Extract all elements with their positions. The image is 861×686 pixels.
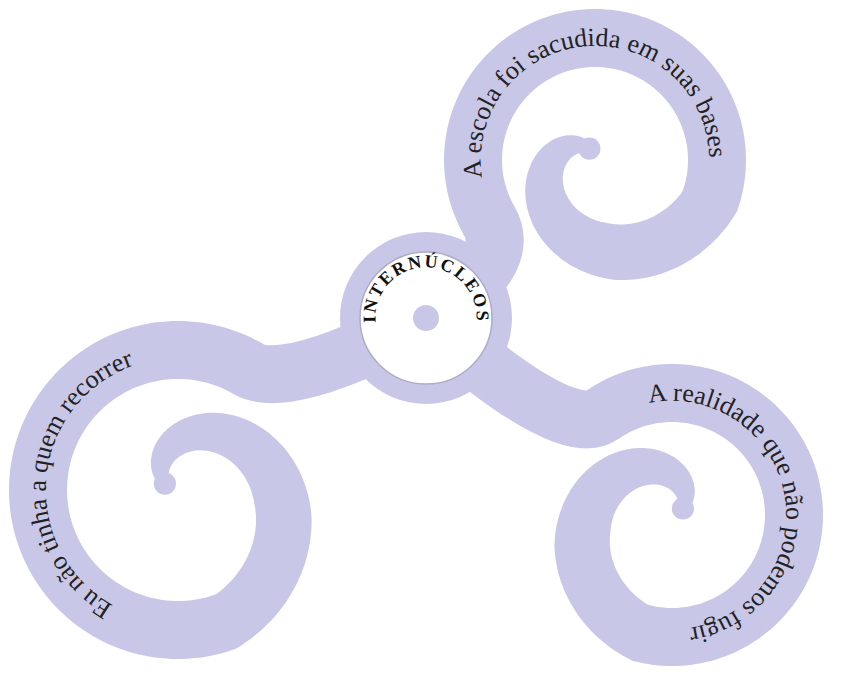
arm-text: A escola foi sacudida em suas bases — [457, 23, 732, 180]
arm-shape: A realidade que não podemos fugir — [415, 305, 835, 675]
arm-text: A realidade que não podemos fugir — [646, 378, 809, 651]
center-title: INTERNÚCLEOS — [359, 250, 492, 323]
spiral-tip — [672, 497, 694, 519]
arm-text: Eu não tinha a quem recorrer — [23, 344, 137, 625]
arm-base — [248, 318, 426, 374]
arm-text-path: A realidade que não podemos fugir — [646, 378, 809, 651]
spiral-tip — [154, 473, 176, 495]
spiral-band — [444, 9, 746, 280]
center-dot — [413, 305, 439, 331]
spiral-tip — [578, 138, 600, 160]
spiral-arm: A realidade que não podemos fugir — [415, 305, 835, 675]
spiral-band — [554, 364, 823, 666]
center-title-path: INTERNÚCLEOS — [359, 250, 492, 323]
arm-base — [426, 318, 602, 419]
center-hub: INTERNÚCLEOS — [358, 250, 494, 386]
spiral-band — [9, 321, 312, 659]
hub-shape: INTERNÚCLEOS — [358, 250, 494, 386]
arm-text-path: Eu não tinha a quem recorrer — [23, 344, 137, 625]
arm-text-path: A escola foi sacudida em suas bases — [457, 23, 732, 180]
